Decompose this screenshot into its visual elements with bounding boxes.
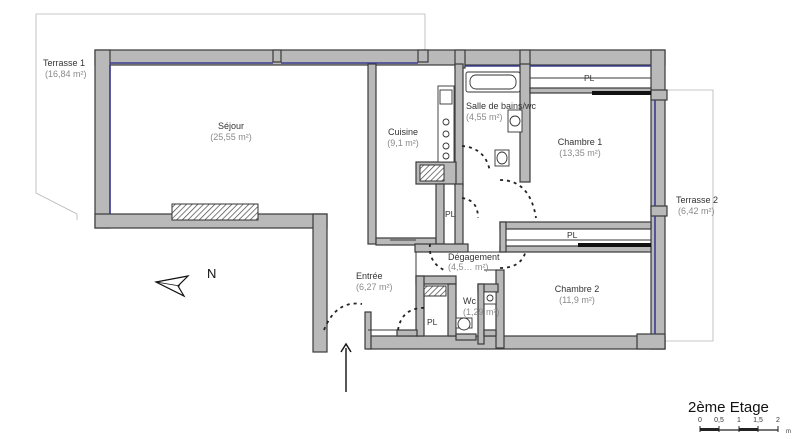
sdb-area: (4,55 m²): [466, 112, 503, 122]
entry-arrow: [340, 342, 352, 392]
closet-label-entrance: PL: [427, 317, 438, 327]
scale-tick-2: 1: [737, 417, 741, 424]
closet-label-kitchen: PL: [445, 209, 456, 219]
scale-tick-1: 0,5: [714, 417, 724, 424]
hatched-fixtures: [171, 164, 447, 297]
entree-name: Entrée: [356, 271, 383, 281]
north-label: N: [207, 266, 216, 281]
closet-rods: [578, 91, 651, 247]
terrasse1-name: Terrasse 1: [43, 58, 85, 68]
scale-tick-4: 2: [776, 417, 780, 424]
scale-tick-3: 1,5: [753, 417, 763, 424]
scale-bar: [699, 426, 779, 432]
kitchen-counter: [437, 85, 455, 163]
bathroom-sink: [507, 109, 523, 133]
terrasse1-area: (16,84 m²): [45, 69, 87, 79]
walls: [94, 49, 668, 353]
sdb-name: Salle de bains/wc: [466, 101, 537, 111]
wc-sink: [483, 291, 497, 305]
terrace-2-outline: [665, 89, 714, 342]
interior-lines: [368, 77, 651, 331]
cuisine-name: Cuisine: [388, 127, 418, 137]
door-swings: [323, 145, 537, 331]
terrasse2-name: Terrasse 2: [676, 195, 718, 205]
scale-tick-0: 0: [698, 417, 702, 424]
degagement-area: (4,5… m²): [448, 262, 489, 272]
sejour-area: (25,55 m²): [210, 132, 252, 142]
toilet-sdb: [494, 149, 510, 167]
chambre2-area: (11,9 m²): [559, 295, 595, 305]
terrace-1-outline: [35, 13, 426, 220]
wc-area: (1,29 m²): [463, 307, 500, 317]
cuisine-area: (9,1 m²): [387, 138, 419, 148]
closet-label-chambre1: PL: [584, 73, 595, 83]
degagement-name: Dégagement: [448, 252, 500, 262]
wc-toilet: [455, 317, 473, 331]
terrasse2-area: (6,42 m²): [678, 206, 715, 216]
closet-label-chambre2: PL: [567, 230, 578, 240]
scale-unit: m: [786, 429, 791, 435]
chambre2-name: Chambre 2: [555, 284, 600, 294]
bathtub: [465, 71, 521, 93]
chambre1-name: Chambre 1: [558, 137, 603, 147]
level-title: 2ème Etage: [688, 399, 769, 416]
wc-name: Wc: [463, 296, 476, 306]
chambre1-area: (13,35 m²): [559, 148, 601, 158]
entree-area: (6,27 m²): [356, 282, 393, 292]
windows: [109, 62, 656, 334]
north-arrow-icon: [154, 275, 190, 298]
sejour-name: Séjour: [218, 121, 244, 131]
